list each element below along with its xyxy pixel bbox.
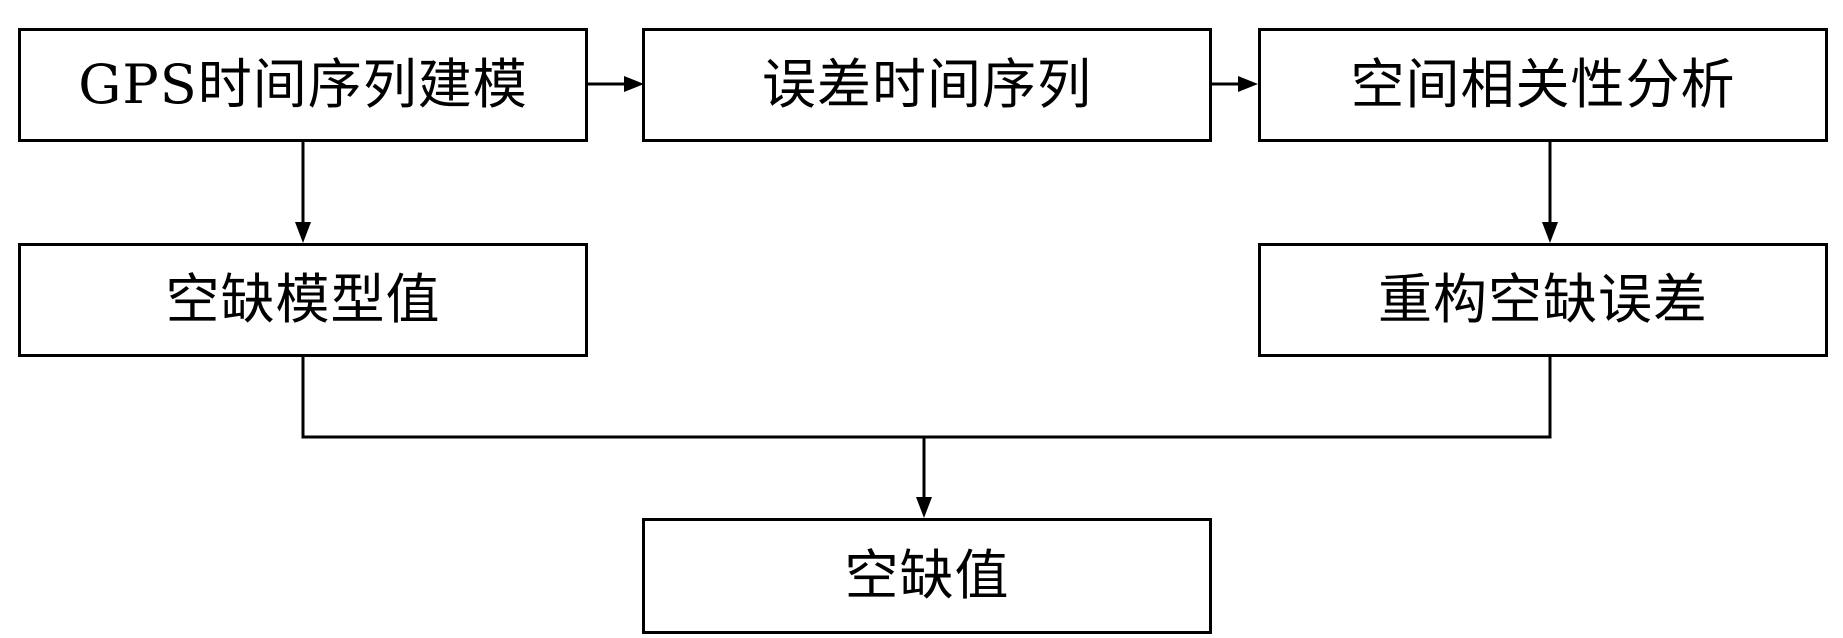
arrowhead-error-series-to-spatial: [1238, 76, 1258, 92]
merge-line: [301, 356, 1552, 439]
node-missing-model-value: 空缺模型值: [18, 243, 588, 357]
node-spatial-analysis: 空间相关性分析: [1258, 28, 1828, 142]
node-error-series-label: 误差时间序列: [762, 53, 1092, 116]
node-gps-modeling: GPS时间序列建模: [18, 28, 588, 142]
node-reconstruct-error-label: 重构空缺误差: [1378, 268, 1708, 331]
node-missing-value-label: 空缺值: [844, 544, 1010, 607]
node-missing-model-value-label: 空缺模型值: [165, 268, 441, 331]
node-reconstruct-error: 重构空缺误差: [1258, 243, 1828, 357]
node-missing-value: 空缺值: [642, 518, 1212, 634]
arrowhead-gps-to-missing-model-value: [295, 222, 311, 243]
node-gps-modeling-label: GPS时间序列建模: [78, 53, 528, 116]
node-error-series: 误差时间序列: [642, 28, 1212, 142]
arrowhead-spatial-to-reconstruct-error: [1542, 222, 1558, 243]
node-spatial-analysis-label: 空间相关性分析: [1350, 53, 1736, 116]
arrowhead-gps-to-error-series: [624, 76, 644, 92]
arrowhead-merge-to-missing-value: [916, 497, 932, 518]
